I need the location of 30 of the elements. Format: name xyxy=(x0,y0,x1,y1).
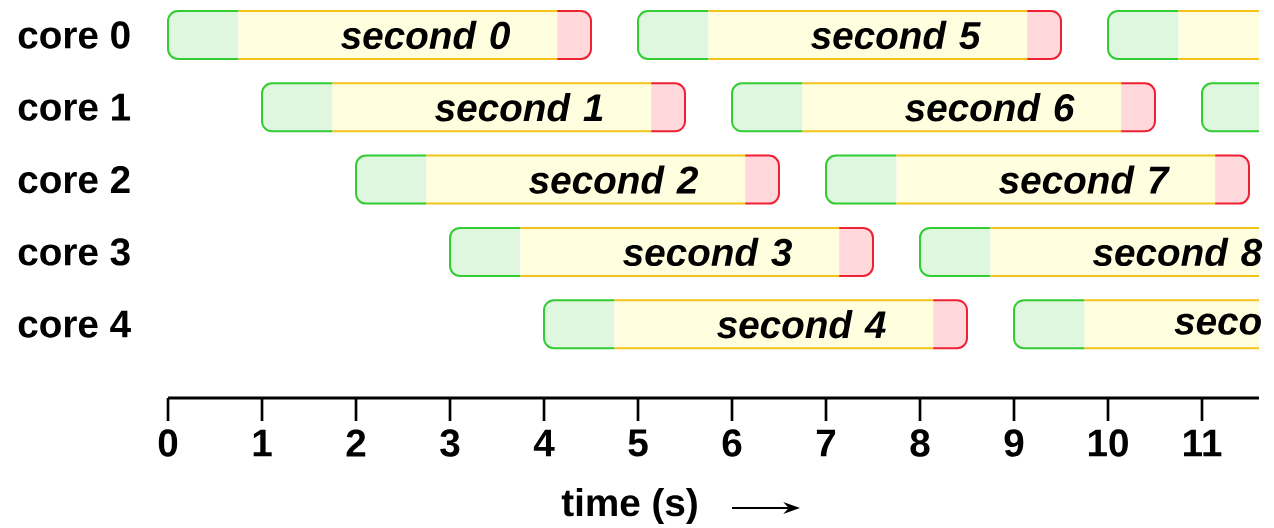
tick-label: 11 xyxy=(1184,429,1222,457)
tick-label: 9 xyxy=(1004,429,1024,457)
bar: second 4 xyxy=(543,299,968,350)
axis-title: time (s) xyxy=(561,487,697,524)
row-label: core 3 xyxy=(18,238,130,266)
row-label: core 2 xyxy=(18,165,130,194)
bar: second 6 xyxy=(731,82,1156,133)
tick-label: 5 xyxy=(628,429,648,457)
bar: second 8 xyxy=(919,226,1263,277)
row-label: core 1 xyxy=(18,93,131,121)
row-label: core 4 xyxy=(18,310,131,338)
bar: second 3 xyxy=(449,226,874,277)
tick-label: 4 xyxy=(533,429,555,457)
tick-label: 6 xyxy=(722,429,742,457)
tick-label: 8 xyxy=(910,429,930,457)
bar: second 7 xyxy=(825,154,1250,205)
bar: second 1 xyxy=(261,82,686,133)
bar xyxy=(1107,10,1259,60)
tick-label: 0 xyxy=(158,429,178,457)
bar: second 2 xyxy=(355,154,780,205)
tick-label: 2 xyxy=(346,429,366,457)
bar: second 0 xyxy=(167,10,592,60)
bar xyxy=(1201,82,1259,133)
bar: second 5 xyxy=(637,10,1062,60)
row-label: core 0 xyxy=(18,21,130,49)
tick-label: 1 xyxy=(253,429,272,457)
tick-label: 10 xyxy=(1088,429,1128,457)
tick-label: 3 xyxy=(440,429,460,457)
bar: seco xyxy=(1013,299,1261,350)
tick-label: 7 xyxy=(816,429,836,457)
